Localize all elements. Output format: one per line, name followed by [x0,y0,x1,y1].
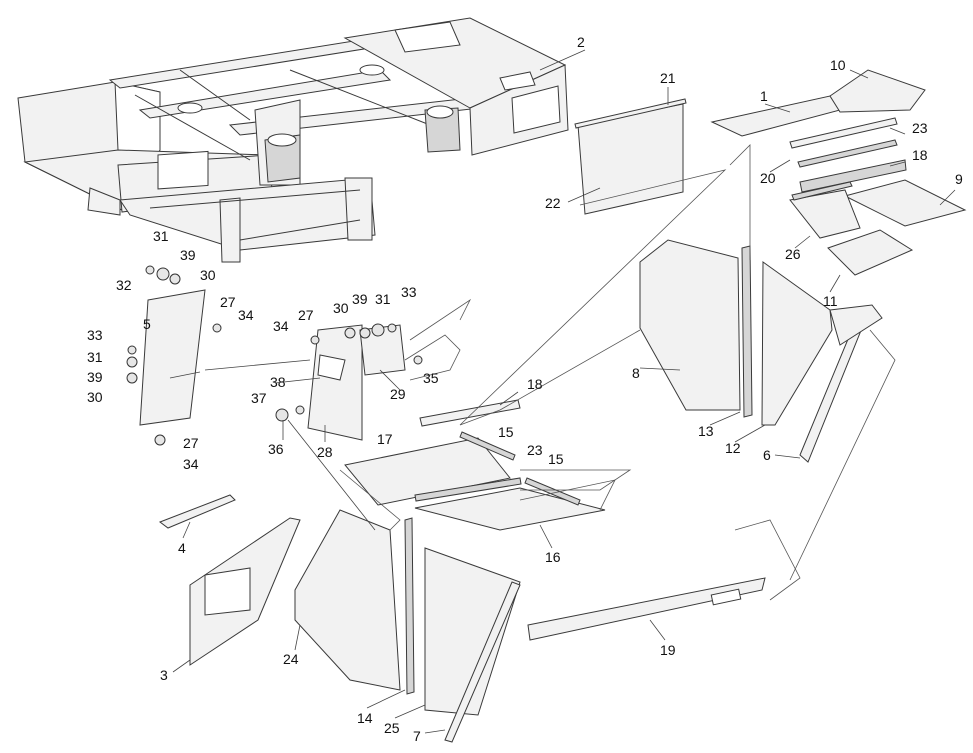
callout-23b: 23 [527,442,543,458]
callout-7: 7 [413,728,421,744]
callout-17: 17 [377,431,393,447]
part-10-bracket [829,69,926,113]
callout-25: 25 [384,720,400,736]
callout-13: 13 [698,423,714,439]
callout-29: 29 [390,386,406,402]
callout-22: 22 [545,195,561,211]
callout-39b: 39 [87,369,103,385]
callout-10: 10 [830,57,846,73]
callout-32: 32 [116,277,132,293]
callout-8: 8 [632,365,640,381]
callout-1: 1 [760,88,768,104]
part-18-bar [799,159,907,193]
callout-33b: 33 [401,284,417,300]
callout-31a: 31 [153,228,169,244]
part-18-rail [419,399,521,427]
part-9-panel [843,179,967,227]
callout-30b: 30 [87,389,103,405]
callout-6: 6 [763,447,771,463]
callout-12: 12 [725,440,741,456]
part-23-strip [789,117,898,149]
middle-brackets [139,289,406,441]
callout-4: 4 [178,540,186,556]
part-7-post [444,581,521,743]
part-11-panel [827,229,914,276]
part-23-strip [414,477,522,502]
part-19-beam [527,577,766,641]
callout-34c: 34 [273,318,289,334]
callout-39a: 39 [180,247,196,263]
part-5-bracket [139,289,206,426]
callout-30c: 30 [333,300,349,316]
lower-left-panels [158,494,766,743]
part-4-plate [158,494,236,529]
part-25-panel [424,547,521,716]
part-13-strip [741,245,753,418]
callout-14: 14 [357,710,373,726]
callout-labels: 2 21 10 1 23 18 20 9 22 26 11 31 39 30 3… [87,34,963,744]
callout-15b: 15 [548,451,564,467]
callout-34b: 34 [183,456,199,472]
right-side-panels [639,239,883,463]
callout-18a: 18 [912,147,928,163]
callout-18b: 18 [527,376,543,392]
callout-21: 21 [660,70,676,86]
callout-24: 24 [283,651,299,667]
connector-outlines [204,144,896,601]
part-12-panel [761,261,833,426]
part-15a-strip [459,431,516,461]
callout-28: 28 [317,444,333,460]
callout-33a: 33 [87,327,103,343]
callout-31c: 31 [375,291,391,307]
callout-27c: 27 [298,307,314,323]
callout-34a: 34 [238,307,254,323]
callout-3: 3 [160,667,168,683]
part-8-panel [639,239,741,411]
hardware [126,265,423,446]
callout-16: 16 [545,549,561,565]
callout-9: 9 [955,171,963,187]
part-21-strip [574,98,687,129]
callout-20: 20 [760,170,776,186]
callout-leaders [169,49,956,734]
part-29-plate [359,324,406,376]
callout-27b: 27 [183,435,199,451]
callout-39c: 39 [352,291,368,307]
callout-37: 37 [251,390,267,406]
main-frame-assembly [17,17,569,263]
callout-38: 38 [270,374,286,390]
callout-36: 36 [268,441,284,457]
part-16-panel [414,487,606,531]
callout-19: 19 [660,642,676,658]
callout-15a: 15 [498,424,514,440]
part-15b-strip [524,477,581,506]
part-20-bar [797,139,898,168]
callout-30a: 30 [200,267,216,283]
callout-31b: 31 [87,349,103,365]
part-14-strip [404,517,415,695]
callout-11: 11 [823,293,838,309]
callout-35: 35 [423,370,439,386]
part-1-panel [710,95,841,137]
callout-26: 26 [785,246,801,262]
part-17-panel [344,437,511,506]
callout-27a: 27 [220,294,236,310]
part-26-panel [789,189,861,239]
callout-2: 2 [577,34,585,50]
part-24-panel [294,509,401,691]
part-28-bracket [307,324,363,441]
center-floor-panels [344,399,606,531]
callout-23a: 23 [912,120,928,136]
callout-5: 5 [143,316,151,332]
